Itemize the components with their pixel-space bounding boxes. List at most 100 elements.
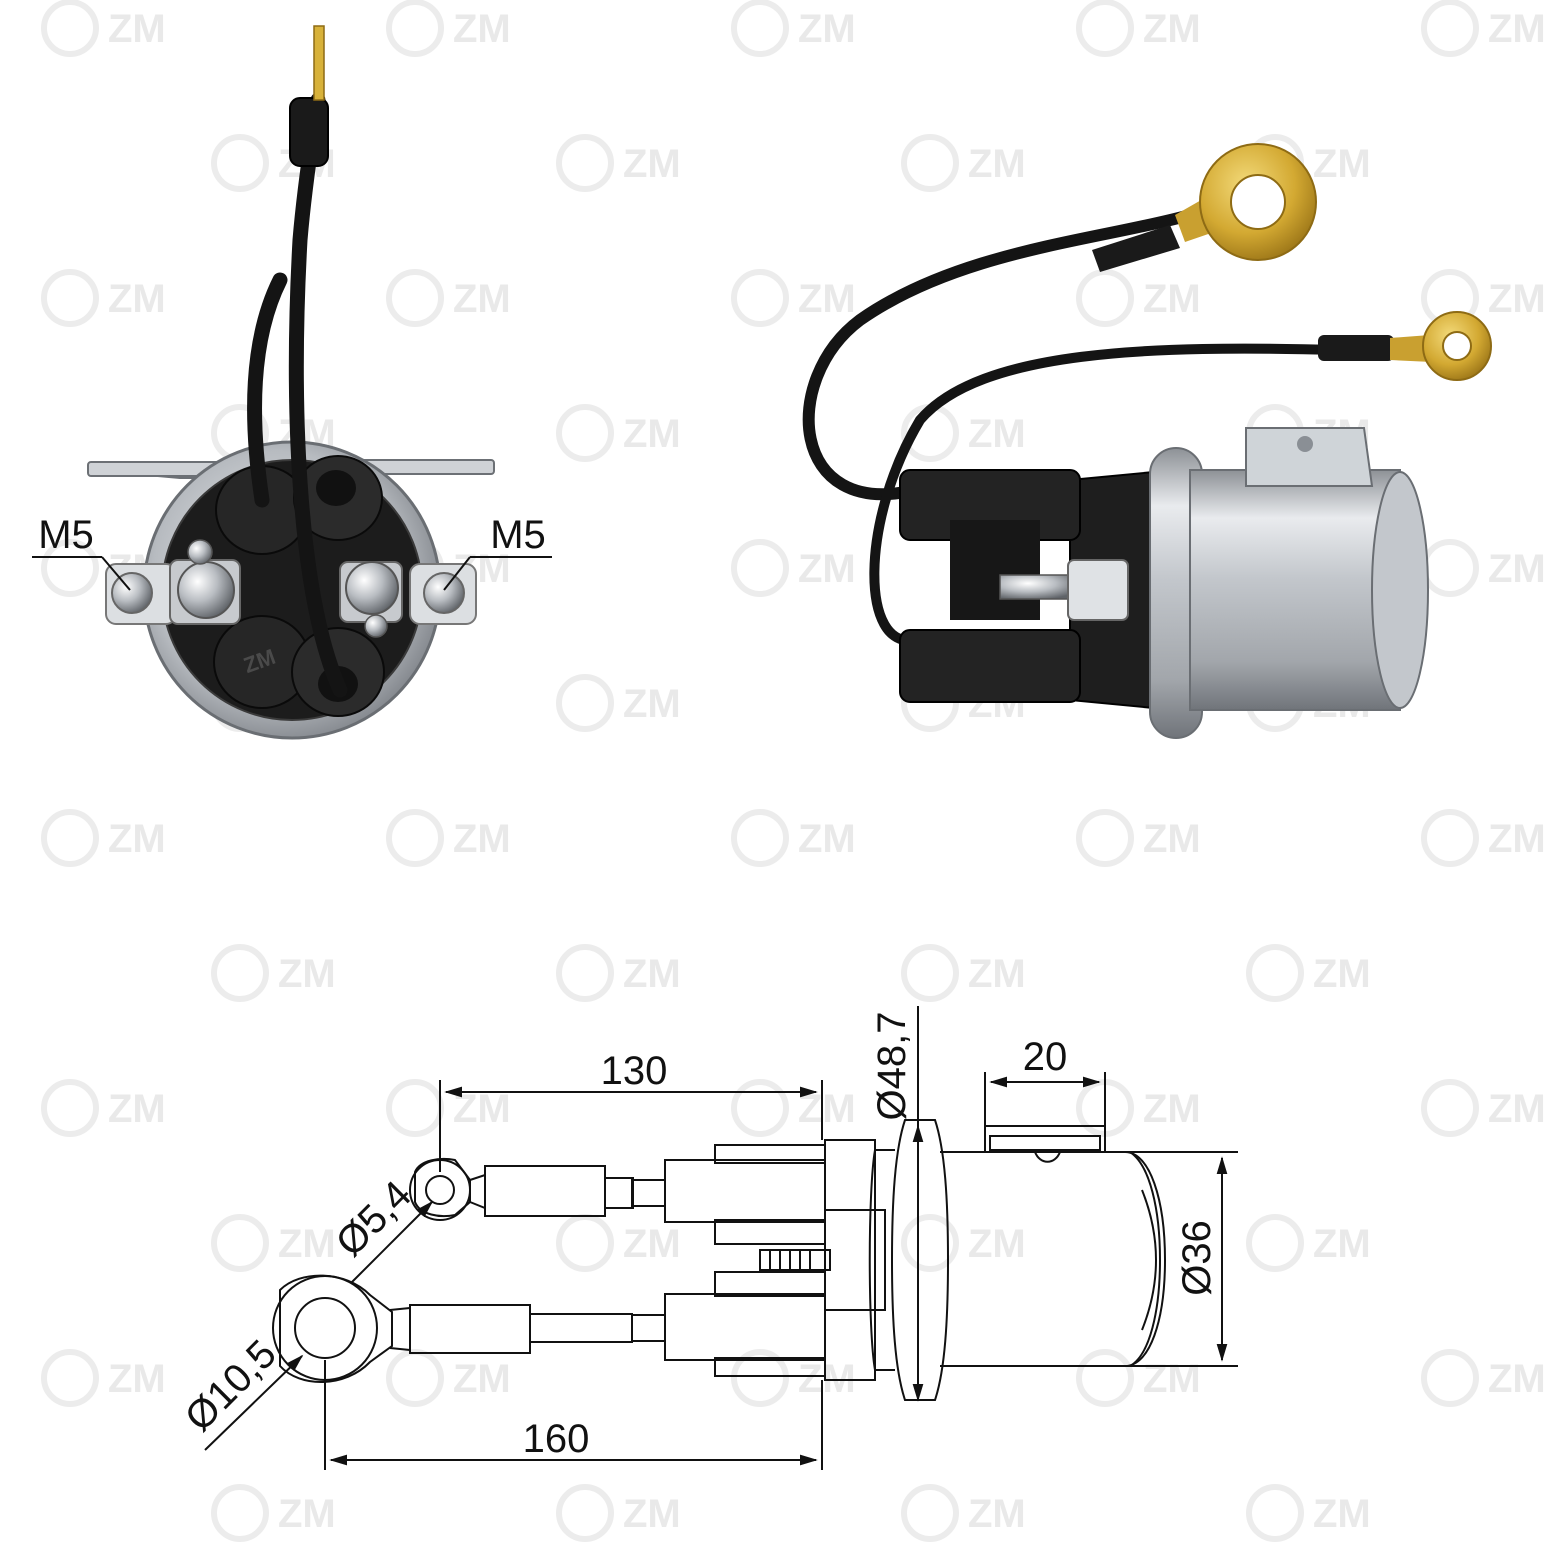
dim-body-diameter-label: Ø36 <box>1175 1220 1219 1296</box>
svg-text:ZM: ZM <box>1313 1222 1371 1266</box>
watermark-mark: ZM <box>211 944 336 1002</box>
svg-text:ZM: ZM <box>1488 1087 1546 1131</box>
watermark-mark: ZM <box>386 269 511 327</box>
svg-text:ZM: ZM <box>1143 1087 1201 1131</box>
watermark-mark: ZM <box>1421 0 1546 57</box>
watermark-mark: ZM <box>1076 0 1201 57</box>
svg-text:ZM: ZM <box>453 1357 511 1401</box>
svg-text:ZM: ZM <box>798 277 856 321</box>
watermark-mark: ZM <box>901 134 1026 192</box>
dim-flange-diameter-label: Ø48,7 <box>870 1012 914 1121</box>
technical-drawing <box>272 1119 1167 1401</box>
large-ring-terminal-icon <box>1175 143 1317 261</box>
svg-text:ZM: ZM <box>453 1087 511 1131</box>
watermark-mark: ZM <box>556 404 681 462</box>
svg-text:ZM: ZM <box>968 1222 1026 1266</box>
watermark-mark: ZM <box>41 0 166 57</box>
svg-text:ZM: ZM <box>1488 1357 1546 1401</box>
svg-text:ZM: ZM <box>1313 142 1371 186</box>
watermark-mark: ZM <box>1421 1349 1546 1407</box>
svg-text:ZM: ZM <box>623 412 681 456</box>
watermark-mark: ZM <box>731 0 856 57</box>
svg-text:ZM: ZM <box>453 817 511 861</box>
watermark-mark: ZM <box>1421 809 1546 867</box>
watermark-mark: ZM <box>386 809 511 867</box>
watermark-mark: ZM <box>556 944 681 1002</box>
left-thread-label: M5 <box>38 513 94 557</box>
svg-text:ZM: ZM <box>1313 952 1371 996</box>
dimension-lines <box>204 1006 1238 1470</box>
watermark-mark: ZM <box>1421 539 1546 597</box>
svg-text:ZM: ZM <box>1313 1492 1371 1536</box>
svg-text:ZM: ZM <box>108 7 166 51</box>
watermark-mark: ZM <box>386 0 511 57</box>
svg-text:ZM: ZM <box>1488 7 1546 51</box>
watermark-mark: ZM <box>1246 1484 1371 1542</box>
svg-text:ZM: ZM <box>623 682 681 726</box>
svg-text:ZM: ZM <box>453 7 511 51</box>
svg-text:ZM: ZM <box>278 1222 336 1266</box>
watermark-mark: ZM <box>1076 1349 1201 1407</box>
dim-130-label: 130 <box>601 1049 668 1093</box>
watermark-mark: ZM <box>1076 1079 1201 1137</box>
svg-text:ZM: ZM <box>1143 817 1201 861</box>
svg-text:ZM: ZM <box>278 952 336 996</box>
watermark-mark: ZM <box>1246 944 1371 1002</box>
watermark-mark: ZM <box>1421 1079 1546 1137</box>
watermark-mark: ZM <box>731 809 856 867</box>
left-terminal-stud-icon <box>111 572 153 614</box>
watermark-mark: ZM <box>901 1214 1026 1272</box>
svg-text:ZM: ZM <box>968 1492 1026 1536</box>
svg-text:ZM: ZM <box>453 277 511 321</box>
watermark-mark: ZM <box>731 1079 856 1137</box>
dim-160-label: 160 <box>523 1417 590 1461</box>
svg-text:ZM: ZM <box>1143 277 1201 321</box>
svg-text:ZM: ZM <box>1488 277 1546 321</box>
watermark-mark: ZM <box>556 134 681 192</box>
svg-text:ZM: ZM <box>1143 1357 1201 1401</box>
svg-text:ZM: ZM <box>968 142 1026 186</box>
watermark-mark: ZM <box>41 269 166 327</box>
svg-text:ZM: ZM <box>108 277 166 321</box>
right-thread-label: M5 <box>490 513 546 557</box>
watermark-mark: ZM <box>556 674 681 732</box>
small-ring-terminal-icon <box>1390 311 1492 381</box>
svg-text:ZM: ZM <box>108 1087 166 1131</box>
svg-text:ZM: ZM <box>1143 7 1201 51</box>
watermark-mark: ZM <box>41 1079 166 1137</box>
svg-text:ZM: ZM <box>968 952 1026 996</box>
svg-text:ZM: ZM <box>968 412 1026 456</box>
watermark-mark: ZM <box>211 1214 336 1272</box>
watermark-mark: ZM <box>731 539 856 597</box>
svg-text:ZM: ZM <box>798 1087 856 1131</box>
watermark-mark: ZM <box>731 269 856 327</box>
svg-text:ZM: ZM <box>1488 817 1546 861</box>
svg-text:ZM: ZM <box>108 817 166 861</box>
svg-text:ZM: ZM <box>108 1357 166 1401</box>
watermark-mark: ZM <box>41 809 166 867</box>
watermark-mark: ZM <box>901 1484 1026 1542</box>
svg-text:ZM: ZM <box>623 1222 681 1266</box>
watermark-mark: ZM <box>386 1079 511 1137</box>
svg-text:ZM: ZM <box>798 7 856 51</box>
watermark-mark: ZM <box>1246 1214 1371 1272</box>
svg-text:ZM: ZM <box>278 1492 336 1536</box>
svg-text:ZM: ZM <box>623 142 681 186</box>
right-terminal-stud-icon <box>423 572 465 614</box>
dim-20-label: 20 <box>1023 1035 1068 1079</box>
watermark-mark: ZM <box>556 1484 681 1542</box>
svg-text:ZM: ZM <box>623 1492 681 1536</box>
svg-text:ZM: ZM <box>798 547 856 591</box>
watermark-mark: ZM <box>1076 809 1201 867</box>
front-view: ZM M5 M5 <box>32 25 552 740</box>
svg-text:ZM: ZM <box>1488 547 1546 591</box>
watermark-mark: ZM <box>41 1349 166 1407</box>
svg-text:ZM: ZM <box>623 952 681 996</box>
watermark-mark: ZM <box>386 1349 511 1407</box>
svg-text:ZM: ZM <box>798 817 856 861</box>
watermark-mark: ZM <box>211 1484 336 1542</box>
watermark-mark: ZM <box>1076 269 1201 327</box>
side-view <box>802 143 1492 739</box>
watermark-mark: ZM <box>556 1214 681 1272</box>
